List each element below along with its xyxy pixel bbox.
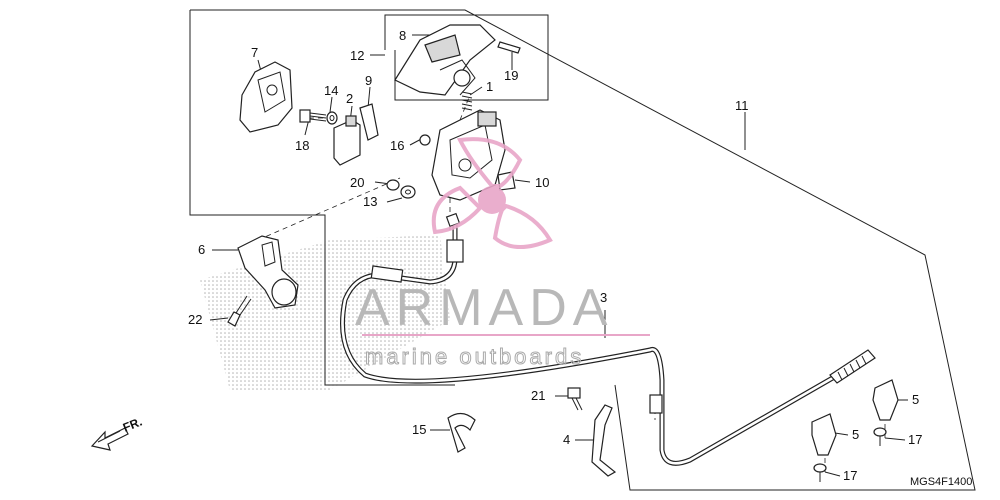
- assembly-frame: [189, 10, 455, 386]
- watermark-brand: ARMADA: [355, 279, 613, 337]
- callout-1: 1: [486, 79, 493, 94]
- callout-17a: 17: [908, 432, 922, 447]
- callout-15: 15: [412, 422, 426, 437]
- part-16-nut: [419, 134, 431, 146]
- callout-14: 14: [324, 83, 338, 98]
- part-17-screw-b: [813, 463, 827, 482]
- callout-16: 16: [390, 138, 404, 153]
- callout-10: 10: [535, 175, 549, 190]
- part-4-bracket: [591, 404, 617, 477]
- part-14-washer: [326, 111, 338, 125]
- callout-6: 6: [198, 242, 205, 257]
- assembly-frame-right: [190, 9, 976, 491]
- part-6-bracket: [237, 235, 299, 309]
- callout-4: 4: [563, 432, 570, 447]
- front-direction-arrow: FR.: [90, 415, 144, 451]
- part-19-pin: [497, 41, 521, 54]
- callout-11: 11: [735, 98, 749, 113]
- group-12-frame: [384, 14, 549, 101]
- watermark-logo: [431, 137, 553, 249]
- part-7-cover: [239, 61, 293, 133]
- part-17-screw-a: [873, 427, 887, 446]
- part-5-holder-a: [872, 379, 899, 421]
- callout-5a: 5: [912, 392, 919, 407]
- callout-18: 18: [295, 138, 309, 153]
- part-1-spring: [461, 91, 473, 111]
- part-13-washer: [400, 185, 416, 199]
- callout-2: 2: [346, 91, 353, 106]
- callout-labels: 7 8 12 19 1 9 14 2 18 16 11 20 10 13 6 2…: [188, 28, 922, 483]
- callout-12: 12: [350, 48, 364, 63]
- part-8-lever: [394, 24, 496, 96]
- callout-22: 22: [188, 312, 202, 327]
- callout-17b: 17: [843, 468, 857, 483]
- part-21-bolt: [567, 387, 583, 411]
- part-5-holder-b: [811, 413, 837, 456]
- callout-20: 20: [350, 175, 364, 190]
- part-3-cable: [340, 212, 876, 466]
- part-18-bolt: [299, 109, 327, 123]
- callout-8: 8: [399, 28, 406, 43]
- callout-9: 9: [365, 73, 372, 88]
- part-15-clamp: [447, 412, 476, 453]
- front-direction-label: FR.: [121, 415, 144, 435]
- callout-19: 19: [504, 68, 518, 83]
- part-2-bracket: [333, 115, 361, 166]
- drawing-code: MGS4F1400: [910, 476, 972, 488]
- callout-3: 3: [600, 290, 607, 305]
- part-20-washer: [386, 179, 400, 191]
- part-22-bolt: [227, 295, 252, 327]
- callout-21: 21: [531, 388, 545, 403]
- part-9-plate: [359, 103, 379, 141]
- callout-5b: 5: [852, 427, 859, 442]
- watermark-tagline: marine outboards: [365, 344, 584, 369]
- callout-7: 7: [251, 45, 258, 60]
- callout-13: 13: [363, 194, 377, 209]
